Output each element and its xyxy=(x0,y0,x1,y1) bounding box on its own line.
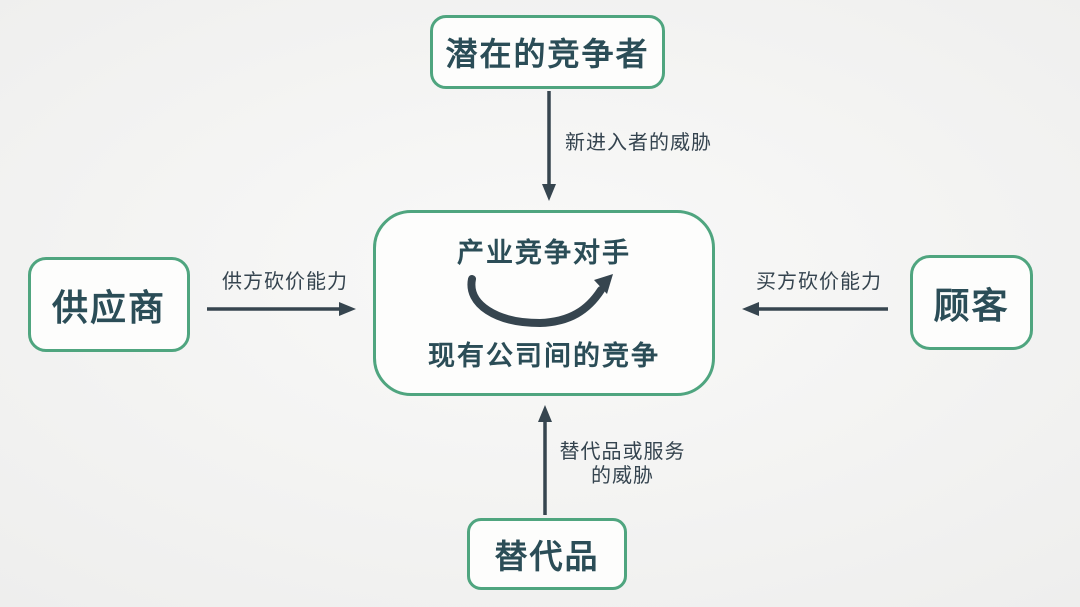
node-industry-rivalry: 产业竞争对手 现有公司间的竞争 xyxy=(373,210,715,396)
rivalry-swoosh-arrow-icon xyxy=(467,274,613,328)
node-substitutes: 替代品 xyxy=(467,518,627,590)
node-suppliers-label: 供应商 xyxy=(51,286,166,328)
label-buyer-power: 买方砍价能力 xyxy=(756,271,882,293)
node-potential-entrants-label: 潜在的竞争者 xyxy=(445,36,650,72)
label-substitute-threat: 替代品或服务 的威胁 xyxy=(559,441,686,487)
label-new-entrants-threat: 新进入者的威胁 xyxy=(565,132,712,154)
arrow-supplier-power xyxy=(207,302,356,316)
node-substitutes-label: 替代品 xyxy=(494,538,600,575)
node-buyers-label: 顾客 xyxy=(933,284,1010,326)
industry-rivalry-subtitle: 现有公司间的竞争 xyxy=(428,341,660,371)
arrow-new-entrants xyxy=(542,91,556,201)
arrow-substitute-threat xyxy=(538,405,552,515)
arrow-buyer-power xyxy=(742,302,888,316)
node-buyers: 顾客 xyxy=(910,255,1033,350)
node-potential-entrants: 潜在的竞争者 xyxy=(430,15,665,89)
node-suppliers: 供应商 xyxy=(28,257,190,352)
industry-rivalry-title: 产业竞争对手 xyxy=(457,238,631,268)
label-supplier-power: 供方砍价能力 xyxy=(222,271,348,293)
